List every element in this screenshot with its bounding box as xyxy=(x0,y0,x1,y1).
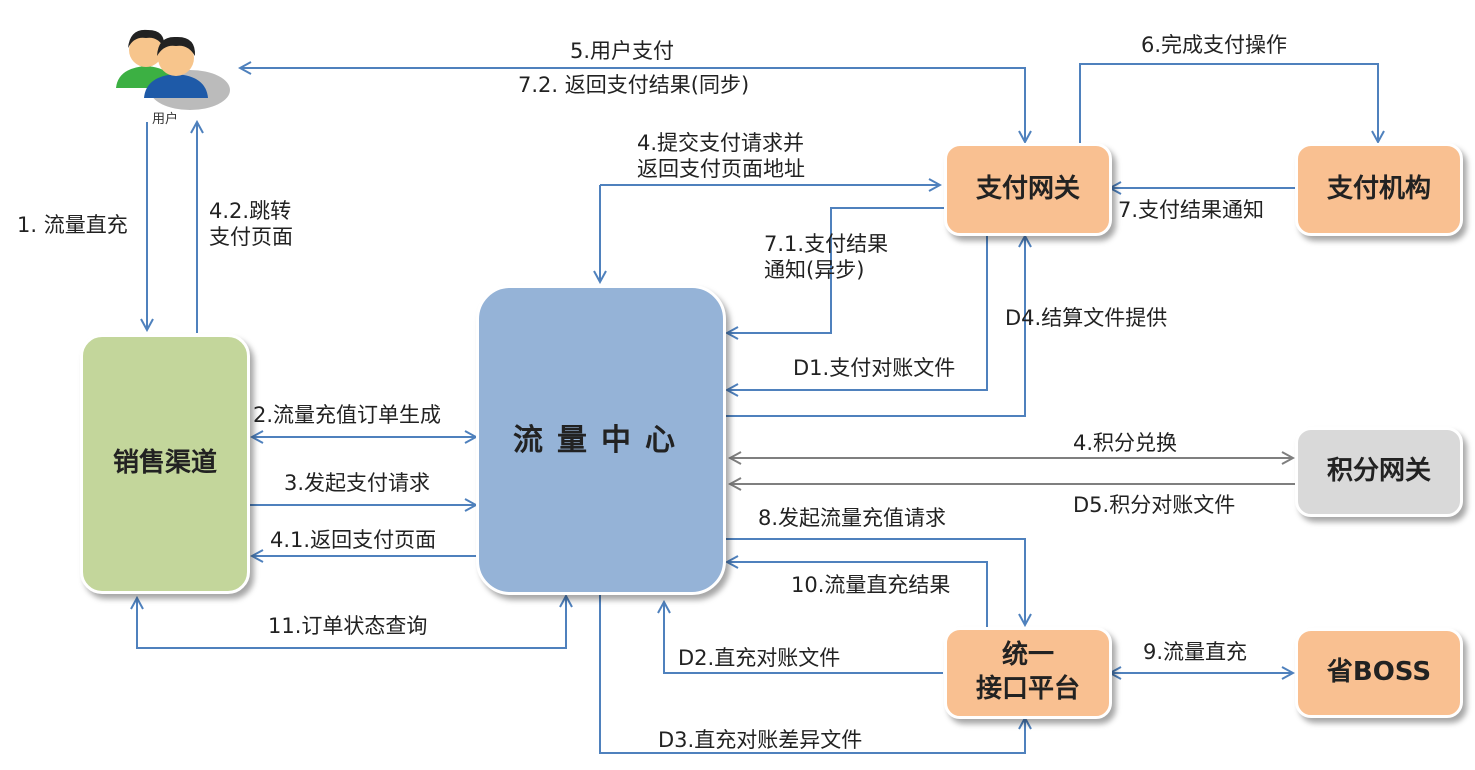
edge-3-label: 3.发起支付请求 xyxy=(284,471,431,495)
users-icon xyxy=(116,29,230,110)
edge-4-label: 4.提交支付请求并 返回支付页面地址 xyxy=(637,130,805,183)
edge-6-label: 6.完成支付操作 xyxy=(1141,33,1288,57)
edge-4-2-label: 4.2.跳转 支付页面 xyxy=(209,198,293,251)
unified-platform-label-line2: 接口平台 xyxy=(975,674,1080,704)
edge-7-2-label: 7.2. 返回支付结果(同步) xyxy=(518,73,750,97)
edge-7-1-label-line1: 7.1.支付结果 xyxy=(764,232,889,256)
edge-d2-line xyxy=(664,602,943,674)
province-boss-label: 省BOSS xyxy=(1326,657,1432,688)
edge-11-label: 11.订单状态查询 xyxy=(268,614,428,638)
edge-8-label: 8.发起流量充值请求 xyxy=(758,506,947,530)
edge-d3-label: D3.直充对账差异文件 xyxy=(658,728,863,752)
node-payment-gateway[interactable]: 支付网关 xyxy=(944,143,1112,236)
payment-institution-label: 支付机构 xyxy=(1326,173,1431,204)
edge-11-line xyxy=(137,596,567,649)
edge-d3-line xyxy=(599,592,1025,754)
edge-4-2-label-line1: 4.2.跳转 xyxy=(209,199,292,223)
node-traffic-center[interactable]: 流量中心 xyxy=(476,285,726,595)
edge-d1-label: D1.支付对账文件 xyxy=(793,356,956,380)
edge-9-label: 9.流量直充 xyxy=(1143,640,1248,664)
user-node: 用户 xyxy=(108,20,233,127)
edge-d1-line xyxy=(727,236,988,390)
edge-d2-label: D2.直充对账文件 xyxy=(678,646,841,670)
edge-4-1-label: 4.1.返回支付页面 xyxy=(270,528,437,552)
edge-4-label-line2: 返回支付页面地址 xyxy=(637,157,805,182)
edge-10-line xyxy=(727,562,988,628)
edge-5-line xyxy=(240,67,1025,142)
edge-2-label: 2.流量充值订单生成 xyxy=(253,403,442,427)
edge-points-exchange-label: 4.积分兑换 xyxy=(1073,431,1178,455)
node-payment-institution[interactable]: 支付机构 xyxy=(1295,143,1463,236)
edge-7-1-line xyxy=(727,207,945,333)
edge-5-label: 5.用户支付 xyxy=(570,39,675,63)
edge-7-1-label-line2: 通知(异步) xyxy=(764,258,865,283)
edge-8-line xyxy=(724,538,1025,625)
sales-channel-label: 销售渠道 xyxy=(112,448,217,479)
node-unified-platform[interactable]: 统一 接口平台 xyxy=(944,627,1112,719)
edge-d4-label: D4.结算文件提供 xyxy=(1005,306,1168,330)
edge-7-label: 7.支付结果通知 xyxy=(1118,198,1265,222)
points-gateway-label: 积分网关 xyxy=(1326,456,1431,487)
edge-1-label: 1. 流量直充 xyxy=(17,213,128,237)
edge-4-2-label-line2: 支付页面 xyxy=(209,225,293,250)
edge-d4-line xyxy=(724,236,1025,417)
node-sales-channel[interactable]: 销售渠道 xyxy=(80,334,250,594)
payment-gateway-label: 支付网关 xyxy=(975,173,1080,204)
edge-10-label: 10.流量直充结果 xyxy=(791,573,951,597)
edge-6-line xyxy=(1079,63,1378,147)
traffic-center-label: 流量中心 xyxy=(513,422,689,458)
node-points-gateway[interactable]: 积分网关 xyxy=(1295,427,1463,517)
edge-4-label-line1: 4.提交支付请求并 xyxy=(637,131,805,155)
node-province-boss[interactable]: 省BOSS xyxy=(1295,628,1463,718)
unified-platform-label-line1: 统一 xyxy=(1001,640,1054,671)
user-label: 用户 xyxy=(152,112,179,127)
edge-7-1-label: 7.1.支付结果 通知(异步) xyxy=(764,231,888,284)
edge-d5-label: D5.积分对账文件 xyxy=(1073,493,1236,517)
